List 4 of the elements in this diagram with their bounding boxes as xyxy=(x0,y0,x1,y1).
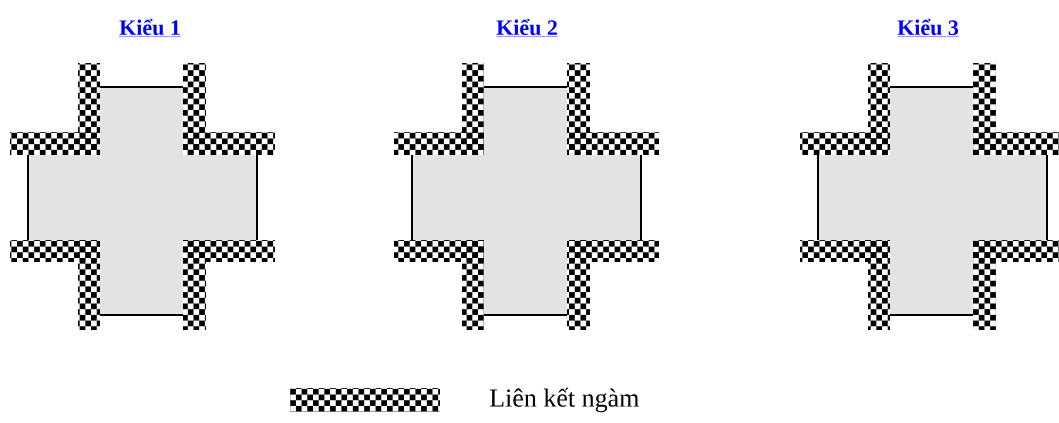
title: Kiểu 2 xyxy=(495,18,559,37)
title: Kiểu 3 xyxy=(896,18,960,37)
legend-label: Liên kết ngàm xyxy=(489,387,639,413)
title: Kiểu 1 xyxy=(118,18,182,37)
